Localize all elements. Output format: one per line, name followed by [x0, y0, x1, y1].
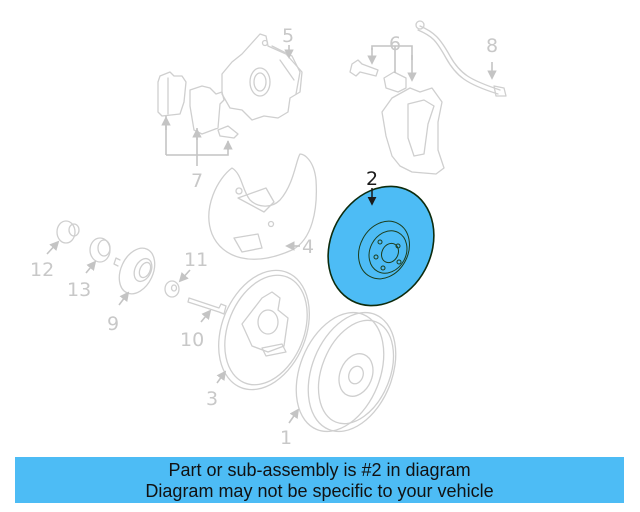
part-3-backing-plate[interactable] — [202, 257, 326, 403]
callout-2[interactable]: 2 — [366, 168, 378, 190]
part-11-hub-nut[interactable] — [164, 280, 180, 298]
caliper-bracket — [381, 87, 445, 175]
callout-1[interactable]: 1 — [280, 427, 292, 449]
part-4-splash-shield[interactable] — [208, 153, 318, 260]
part-7-brake-pads[interactable] — [157, 71, 239, 139]
callout-3[interactable]: 3 — [206, 388, 218, 410]
parts-diagram: 5 7 6 8 4 — [30, 20, 507, 449]
part-13-wheel-bearing[interactable] — [89, 237, 111, 263]
part-8-brake-hose[interactable] — [415, 20, 507, 97]
callout-13[interactable]: 13 — [67, 279, 91, 301]
info-banner: Part or sub-assembly is #2 in diagram Di… — [15, 457, 624, 503]
part-1-brake-drum[interactable] — [280, 300, 413, 445]
banner-line-disclaimer: Diagram may not be specific to your vehi… — [145, 481, 494, 501]
part-12-dust-cap[interactable] — [56, 220, 80, 244]
callout-5[interactable]: 5 — [282, 25, 294, 47]
part-6-guide-pins[interactable] — [349, 59, 407, 93]
part-2-brake-rotor[interactable] — [308, 168, 455, 324]
callout-4[interactable]: 4 — [302, 236, 314, 258]
callout-10[interactable]: 10 — [180, 329, 204, 351]
callout-9[interactable]: 9 — [107, 313, 119, 335]
callout-12[interactable]: 12 — [30, 259, 54, 281]
callout-7[interactable]: 7 — [191, 170, 203, 192]
callout-8[interactable]: 8 — [486, 35, 498, 57]
part-5-caliper[interactable] — [221, 33, 303, 121]
part-10-bolt[interactable] — [187, 297, 227, 315]
part-9-wheel-hub[interactable] — [112, 242, 161, 299]
callout-6[interactable]: 6 — [389, 33, 401, 55]
banner-line-part-number: Part or sub-assembly is #2 in diagram — [168, 460, 471, 480]
callout-11[interactable]: 11 — [184, 249, 208, 271]
